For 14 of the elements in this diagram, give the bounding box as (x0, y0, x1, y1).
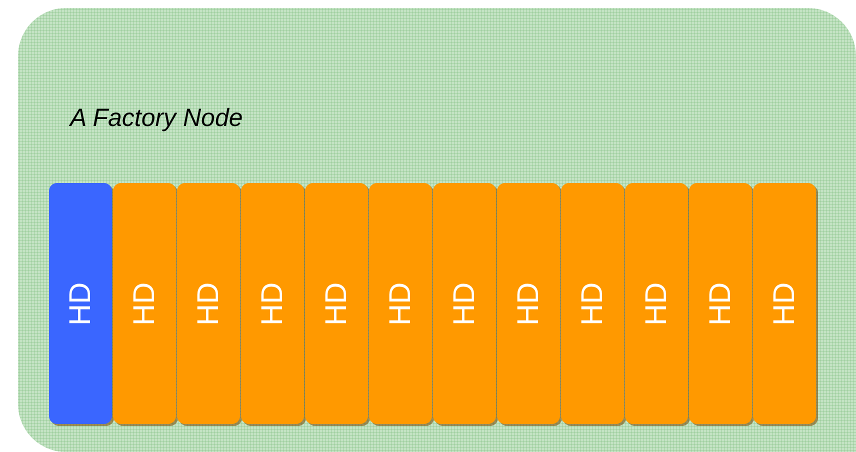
disk-label: HD (578, 282, 608, 326)
disk-label: HD (386, 282, 416, 326)
disk-label: HD (450, 282, 480, 326)
disk-label: HD (514, 282, 544, 326)
node-panel (18, 8, 856, 452)
disk-label: HD (130, 282, 160, 326)
disk-label: HD (258, 282, 288, 326)
disk-label: HD (642, 282, 672, 326)
panel-title: A Factory Node (70, 104, 243, 133)
disk-label: HD (770, 282, 800, 326)
disk-label: HD (322, 282, 352, 326)
disk-label: HD (706, 282, 736, 326)
disk-label: HD (194, 282, 224, 326)
disk-label: HD (66, 282, 96, 326)
